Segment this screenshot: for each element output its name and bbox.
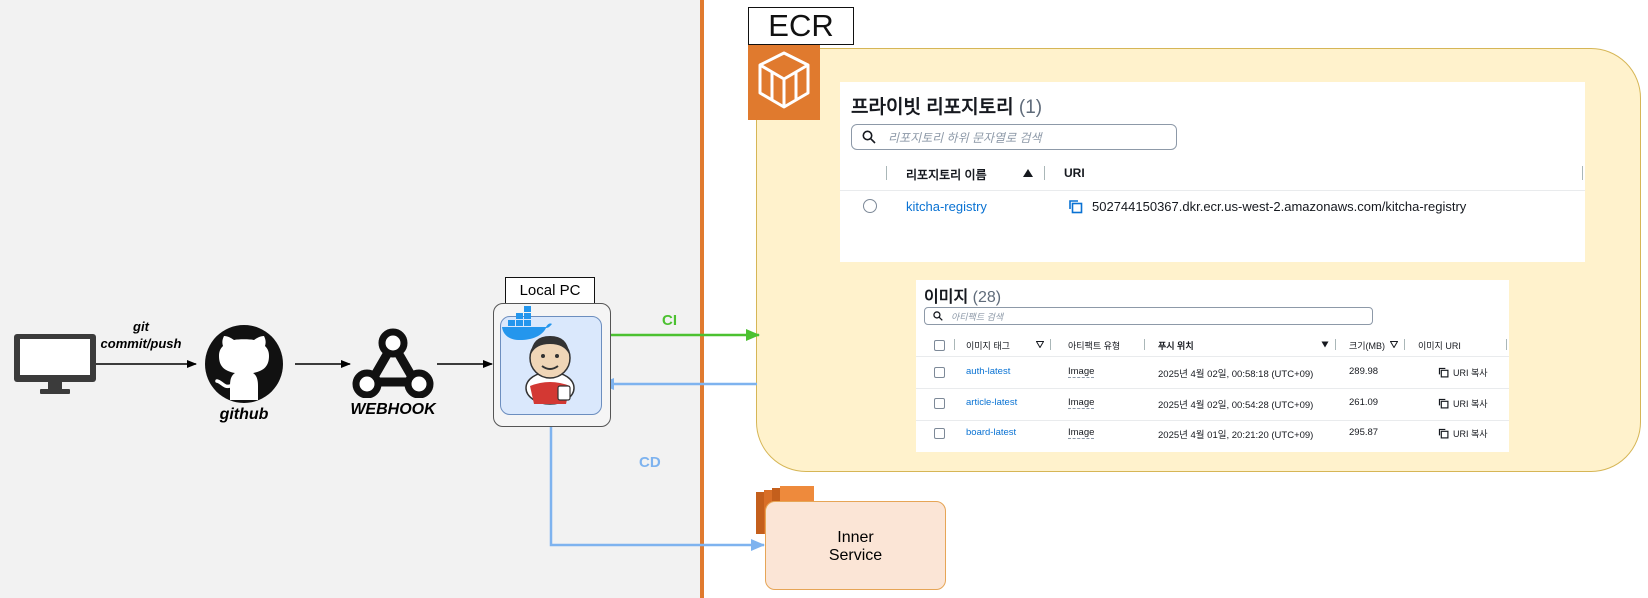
row-checkbox[interactable] [934, 367, 945, 378]
row-divider [916, 388, 1509, 389]
ecr-service-icon [748, 45, 820, 120]
images-panel: 이미지 (28) 아티팩트 검색 이미지 태그 아티팩트 유형 푸시 위치 크기… [916, 280, 1509, 452]
webhook-label: WEBHOOK [350, 401, 436, 418]
copy-icon [1438, 398, 1449, 409]
sort-icon[interactable] [1390, 341, 1398, 348]
inner-service-label: Inner Service [766, 529, 945, 565]
image-tag-link[interactable]: article-latest [966, 397, 1018, 408]
column-header-repository-name[interactable]: 리포지토리 이름 [906, 168, 987, 182]
repository-search-input[interactable]: 리포지토리 하위 문자열로 검색 [851, 124, 1177, 150]
repositories-title: 프라이빗 리포지토리 [851, 97, 1014, 118]
copy-uri-label: URI 복사 [1453, 368, 1488, 378]
repository-search-placeholder: 리포지토리 하위 문자열로 검색 [888, 131, 1042, 145]
column-separator [954, 339, 955, 350]
images-heading: 이미지 (28) [924, 283, 1001, 307]
column-header-size[interactable]: 크기(MB) [1349, 341, 1386, 351]
cd-label: CD [639, 454, 661, 471]
column-header-artifact-type[interactable]: 아티팩트 유형 [1068, 341, 1121, 351]
copy-uri-label: URI 복사 [1453, 399, 1488, 409]
repository-name-link[interactable]: kitcha-registry [906, 199, 987, 214]
artifact-type: Image [1068, 427, 1095, 439]
sort-descending-icon[interactable] [1321, 341, 1329, 348]
github-label: github [219, 406, 269, 423]
private-repositories-panel: 프라이빗 리포지토리 (1) 리포지토리 하위 문자열로 검색 리포지토리 이름… [840, 82, 1585, 262]
artifact-type: Image [1068, 397, 1095, 409]
column-separator [1335, 339, 1336, 350]
copy-icon [1438, 428, 1449, 439]
copy-uri-label: URI 복사 [1453, 429, 1488, 439]
column-header-pushed-at[interactable]: 푸시 위치 [1158, 341, 1194, 351]
repository-uri: 502744150367.dkr.ecr.us-west-2.amazonaws… [1092, 199, 1467, 214]
table-row: auth-latest Image 2025년 4월 02일, 00:58:18… [916, 357, 1509, 388]
cd-arrow [549, 413, 765, 551]
ci-label: CI [662, 312, 677, 329]
monitor-icon [14, 334, 96, 394]
inner-service-box: Inner Service [765, 501, 946, 590]
search-icon [933, 311, 943, 321]
column-separator [1404, 339, 1405, 350]
inner-label: Inner [837, 529, 874, 546]
column-header-uri[interactable]: URI [1064, 166, 1085, 180]
row-divider [916, 420, 1509, 421]
zone-divider [700, 0, 704, 598]
pushed-at: 2025년 4월 01일, 20:21:20 (UTC+09) [1158, 430, 1314, 441]
jenkins-icon [525, 336, 575, 405]
column-separator [886, 166, 887, 180]
select-all-checkbox[interactable] [934, 340, 945, 351]
ecr-cube-icon [758, 51, 810, 109]
sort-ascending-icon[interactable] [1022, 168, 1034, 178]
table-row: board-latest Image 2025년 4월 01일, 20:21:2… [916, 421, 1509, 452]
copy-icon[interactable] [1068, 199, 1083, 214]
sort-icon[interactable] [1036, 341, 1044, 348]
artifact-search-input[interactable]: 아티팩트 검색 [924, 307, 1373, 325]
repositories-heading: 프라이빗 리포지토리 (1) [851, 92, 1042, 119]
header-divider [916, 356, 1509, 357]
pushed-at: 2025년 4월 02일, 00:54:28 (UTC+09) [1158, 400, 1314, 411]
pushed-at: 2025년 4월 02일, 00:58:18 (UTC+09) [1158, 369, 1314, 380]
commit-push-label: commit/push [100, 336, 182, 351]
service-label: Service [828, 547, 883, 564]
table-row: article-latest Image 2025년 4월 02일, 00:54… [916, 389, 1509, 420]
images-count: (28) [972, 289, 1002, 306]
header-divider [840, 190, 1585, 191]
artifact-type: Image [1068, 366, 1095, 378]
column-separator [1506, 339, 1507, 350]
local-pc-label: Local PC [505, 277, 595, 304]
column-separator [1582, 166, 1583, 180]
image-tag-link[interactable]: board-latest [966, 427, 1017, 438]
search-icon [862, 130, 876, 144]
github-icon [205, 325, 283, 403]
images-title: 이미지 [924, 289, 969, 306]
image-size: 295.87 [1349, 427, 1379, 438]
copy-icon [1438, 367, 1449, 378]
docker-icon [502, 306, 552, 340]
column-header-image-tag[interactable]: 이미지 태그 [966, 341, 1010, 351]
image-tag-link[interactable]: auth-latest [966, 366, 1011, 377]
column-header-image-uri[interactable]: 이미지 URI [1418, 341, 1461, 351]
repository-select-radio[interactable] [863, 199, 877, 213]
row-checkbox[interactable] [934, 428, 945, 439]
webhook-icon [352, 328, 434, 398]
image-size: 261.09 [1349, 397, 1379, 408]
row-checkbox[interactable] [934, 398, 945, 409]
column-separator [1050, 339, 1051, 350]
git-commit-label: git commit/push [88, 318, 194, 352]
image-size: 289.98 [1349, 366, 1379, 377]
git-label: git [133, 319, 149, 334]
column-separator [1044, 166, 1045, 180]
ecr-label: ECR [748, 7, 854, 45]
artifact-search-placeholder: 아티팩트 검색 [951, 312, 1004, 322]
column-separator [1144, 339, 1145, 350]
repositories-count: (1) [1018, 97, 1043, 118]
